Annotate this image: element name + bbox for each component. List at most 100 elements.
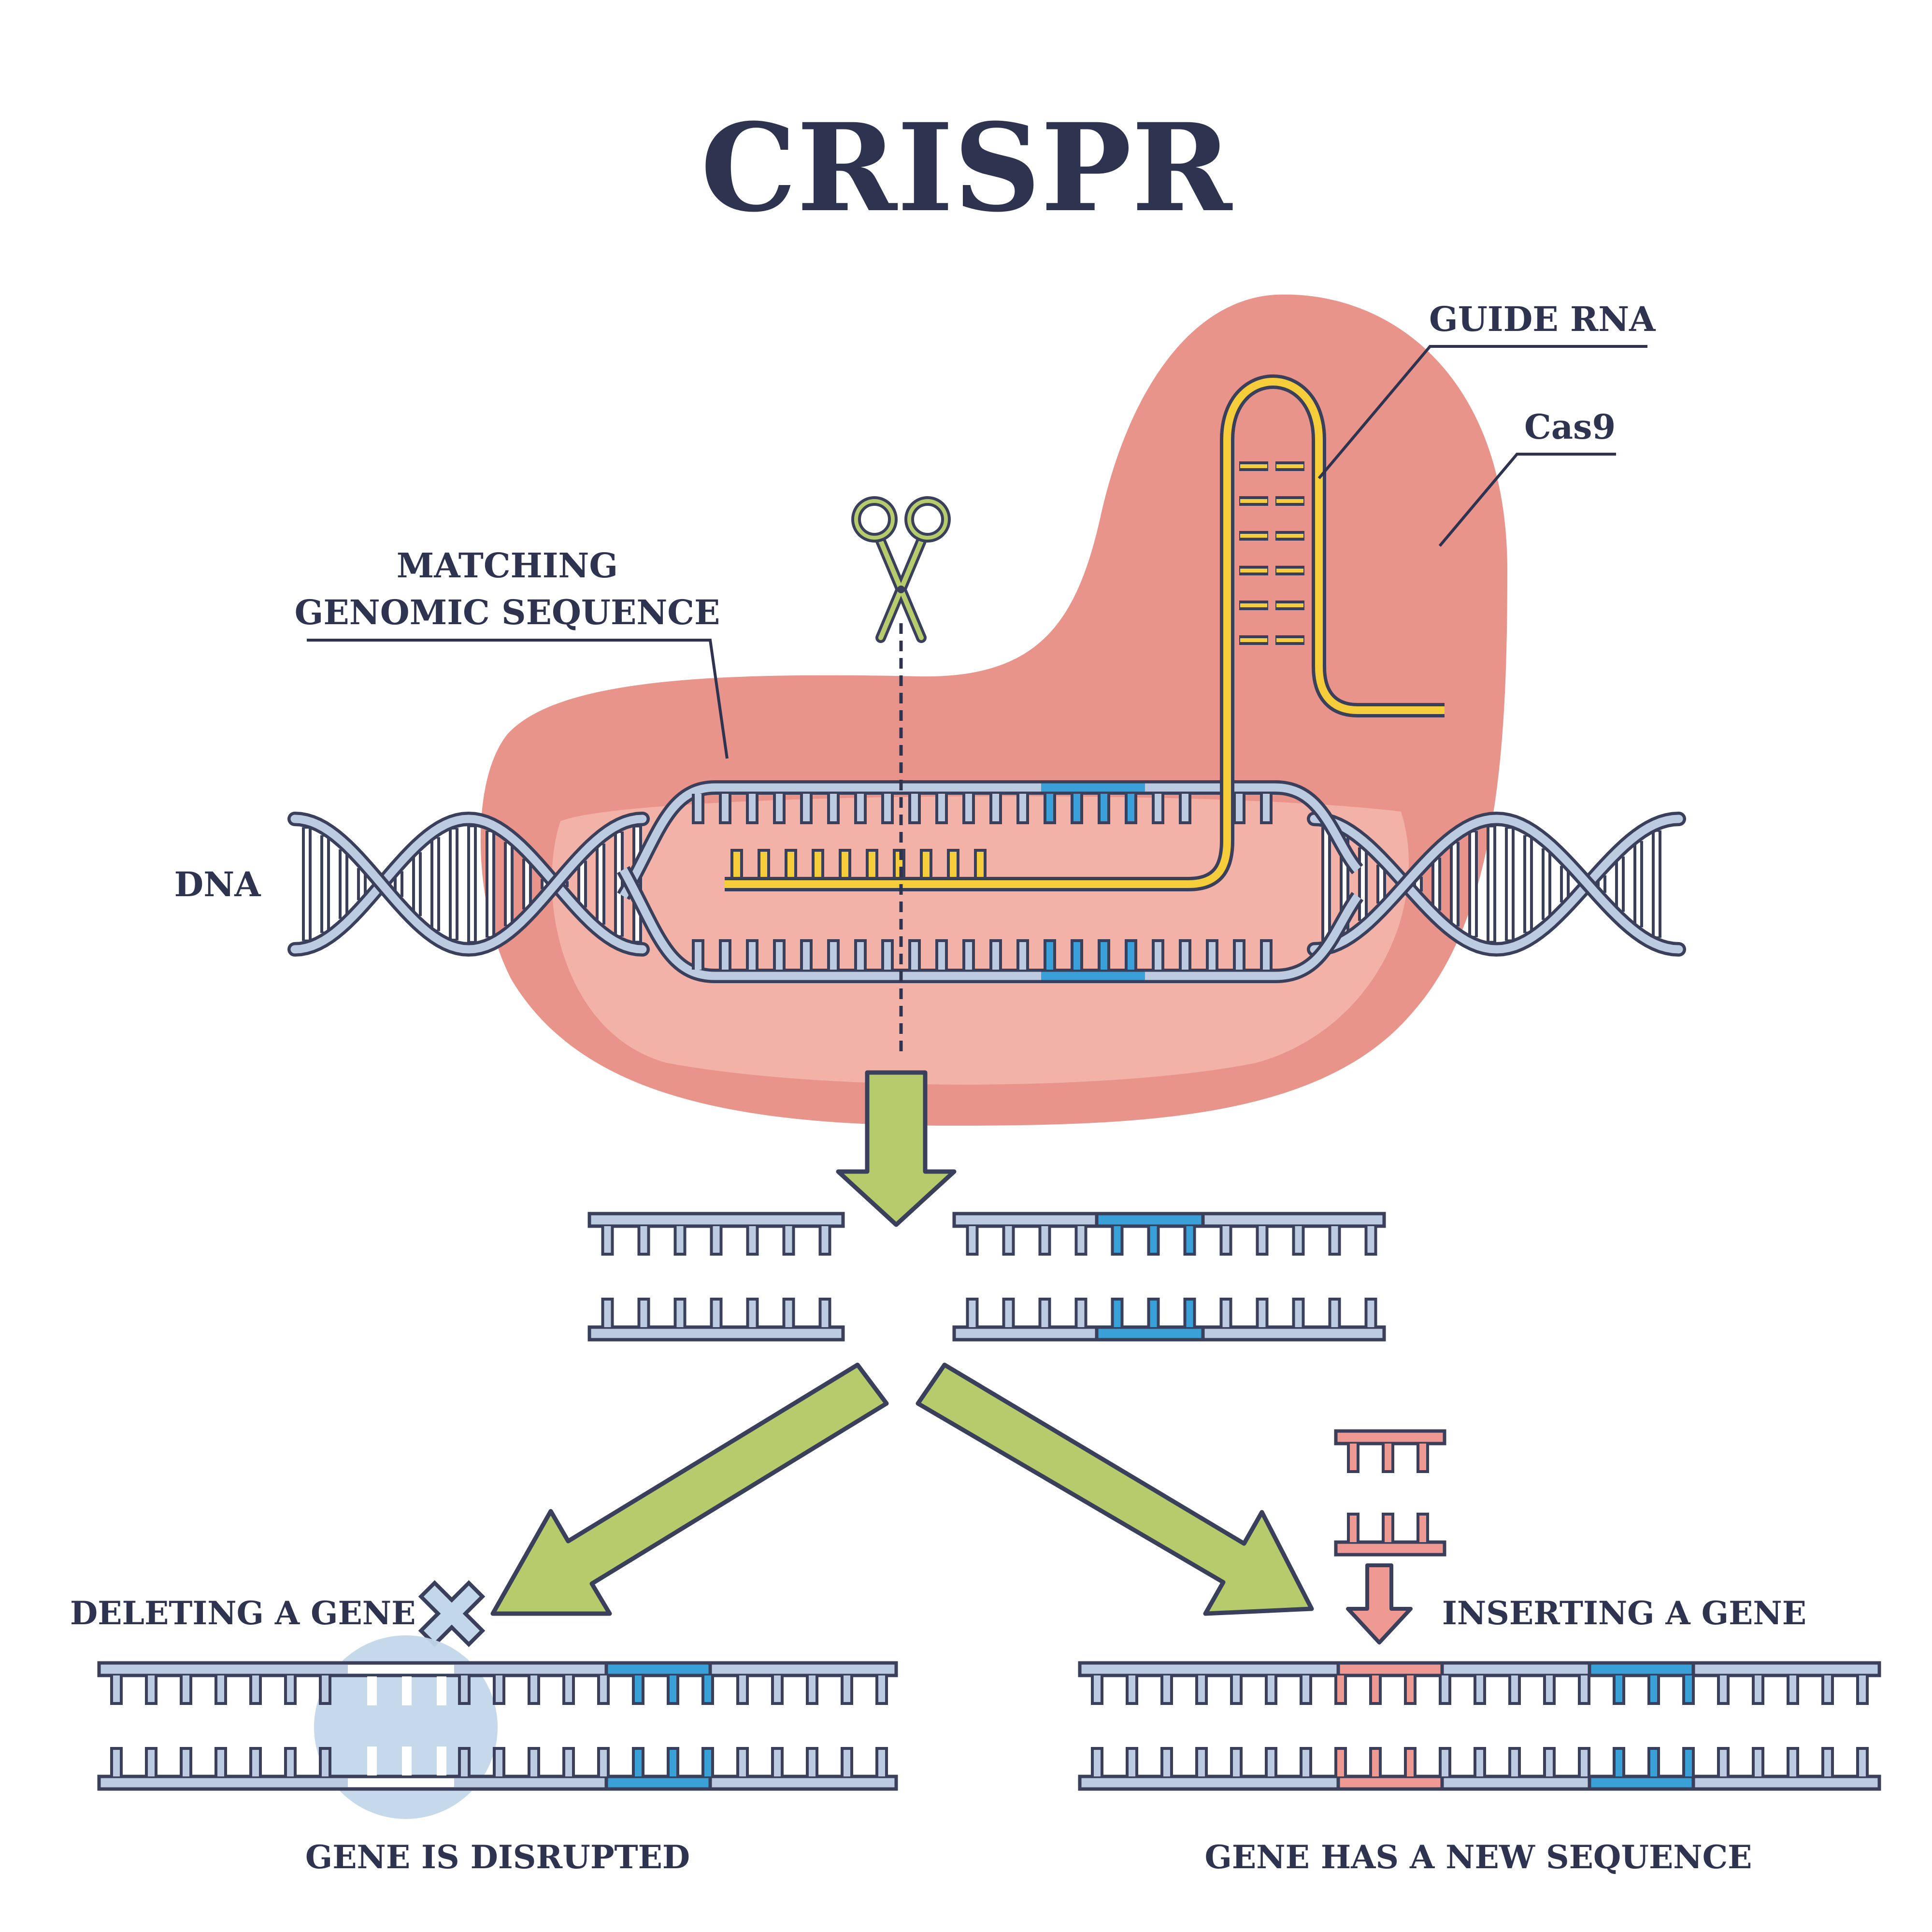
base-pair — [1821, 1747, 1834, 1776]
base-pair — [773, 939, 786, 970]
base-pair — [1369, 1747, 1382, 1776]
diagram-title: CRISPR — [701, 97, 1233, 239]
base-pair — [601, 1226, 614, 1256]
base-pair — [597, 1747, 610, 1776]
base-pair — [1856, 1747, 1869, 1776]
base-pair — [562, 1675, 575, 1705]
base-pair — [692, 794, 704, 824]
helix-strand — [290, 815, 647, 954]
base-pair — [701, 1675, 714, 1705]
strand-bottom — [587, 1325, 845, 1342]
base-pair — [962, 794, 975, 824]
base-pair — [673, 1226, 687, 1256]
base-pair — [1016, 794, 1029, 824]
base-pair — [1474, 1747, 1486, 1776]
base-pair — [1647, 1747, 1660, 1776]
base-pair — [841, 1747, 853, 1776]
deleted-strand — [348, 1778, 454, 1787]
base-pair — [989, 939, 1002, 970]
base-pair — [989, 794, 1002, 824]
strand-top — [1336, 1661, 1444, 1677]
deleted-base — [437, 1746, 446, 1775]
base-pair — [1417, 1444, 1429, 1473]
strand-top — [604, 1661, 712, 1677]
rna-base — [812, 849, 824, 884]
base-pair — [1195, 1675, 1208, 1705]
matching-label-line1: MATCHING — [397, 545, 618, 586]
base-pair — [1091, 1747, 1103, 1776]
base-pair — [180, 1675, 192, 1705]
base-pair — [881, 794, 894, 824]
strand-top — [1440, 1661, 1591, 1677]
base-pair — [180, 1747, 192, 1776]
base-pair — [1160, 1747, 1173, 1776]
base-pair — [597, 1675, 610, 1705]
rna-base — [758, 849, 770, 884]
base-pair — [1404, 1675, 1417, 1705]
rna-base — [866, 849, 878, 884]
new-sequence-label: GENE HAS A NEW SEQUENCE — [1205, 1838, 1752, 1876]
base-pair — [1230, 1747, 1243, 1776]
guide-rna-label: GUIDE RNA — [1429, 299, 1656, 339]
base-pair — [1147, 1298, 1160, 1327]
base-pair — [1682, 1747, 1695, 1776]
strand-bottom — [952, 1325, 1099, 1342]
base-pair — [966, 1298, 979, 1327]
base-pair — [710, 1226, 723, 1256]
base-pair — [1183, 1226, 1196, 1256]
base-pair — [875, 1747, 888, 1776]
base-pair — [1364, 1298, 1377, 1327]
base-pair — [771, 1747, 784, 1776]
base-pair — [736, 1675, 749, 1705]
disrupted-label: GENE IS DISRUPTED — [305, 1838, 690, 1876]
base-pair — [1160, 1675, 1173, 1705]
base-pair — [1856, 1675, 1869, 1705]
base-pair — [1382, 1444, 1394, 1473]
strand-bottom — [1078, 1775, 1340, 1791]
base-pair — [1219, 1226, 1232, 1256]
base-pair — [966, 1226, 979, 1256]
base-pair — [1474, 1675, 1486, 1705]
cas9-label: Cas9 — [1524, 407, 1616, 447]
strand-top — [1078, 1661, 1340, 1677]
base-pair — [1152, 794, 1164, 824]
arrow-to-deletion — [490, 1362, 889, 1616]
base-pair — [1152, 939, 1164, 970]
base-pair — [1016, 939, 1029, 970]
base-pair — [701, 1747, 714, 1776]
base-pair — [1098, 794, 1110, 824]
dna-helix — [287, 780, 1686, 983]
base-pair — [854, 939, 867, 970]
base-pair — [1382, 1513, 1394, 1542]
base-pair — [1752, 1675, 1764, 1705]
base-pair — [1369, 1675, 1382, 1705]
base-pair — [215, 1747, 227, 1776]
base-pair — [773, 794, 786, 824]
strand-bottom — [1588, 1775, 1695, 1791]
base-pair — [1230, 1675, 1243, 1705]
base-pair — [1219, 1298, 1232, 1327]
cut-dna-fragments — [587, 1212, 1386, 1342]
base-pair — [908, 939, 921, 970]
base-pair — [1260, 794, 1273, 824]
base-pair — [854, 794, 867, 824]
matching-label-line2: GENOMIC SEQUENCE — [295, 592, 720, 632]
base-pair — [746, 1298, 759, 1327]
base-pair — [806, 1675, 818, 1705]
base-pair — [1044, 794, 1056, 824]
deleted-base — [367, 1676, 377, 1705]
strand-top — [708, 1661, 898, 1677]
rna-base — [730, 849, 743, 884]
inserting-label: INSERTING A GENE — [1442, 1594, 1806, 1632]
base-pair — [110, 1675, 123, 1705]
base-pair — [1613, 1747, 1625, 1776]
base-pair — [1074, 1298, 1088, 1327]
base-pair — [284, 1675, 297, 1705]
strand-top — [587, 1212, 845, 1228]
base-pair — [1439, 1675, 1451, 1705]
rna-base — [839, 849, 851, 884]
base-pair — [110, 1747, 123, 1776]
base-pair — [908, 794, 921, 824]
strand-top — [952, 1212, 1099, 1228]
